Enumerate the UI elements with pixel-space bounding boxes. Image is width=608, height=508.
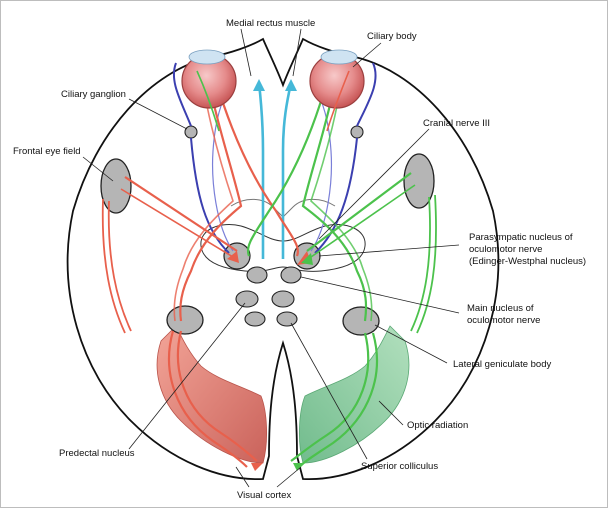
frontal-eye-field-left [101, 159, 131, 213]
lateral-geniculate-right [343, 307, 379, 335]
label-optic-radiation: Optic radiation [407, 420, 468, 431]
label-main-nucleus-1: Main nucleus of [467, 303, 534, 314]
superior-colliculus-left [245, 312, 265, 326]
label-predectal: Predectal nucleus [59, 448, 135, 459]
ciliary-ganglion-left [185, 126, 197, 138]
label-cranial-nerve: Cranial nerve III [423, 118, 490, 129]
label-main-nucleus-2: oculomotor nerve [467, 315, 540, 326]
label-ciliary-ganglion: Ciliary ganglion [61, 89, 126, 100]
label-frontal-eye-field: Frontal eye field [13, 146, 81, 157]
label-superior-colliculus: Superior colliculus [361, 461, 438, 472]
label-parasympathetic-1: Parasympatic nucleus of [469, 232, 573, 243]
lateral-geniculate-left [167, 306, 203, 334]
label-parasympathetic-2: oculomotor nerve [469, 244, 542, 255]
ciliary-ganglion-right [351, 126, 363, 138]
main-nucleus-left [247, 267, 267, 283]
label-parasympathetic-3: (Edinger-Westphal nucleus) [469, 256, 586, 267]
label-visual-cortex: Visual cortex [237, 490, 291, 501]
label-medial-rectus: Medial rectus muscle [226, 18, 315, 29]
main-nucleus-right [281, 267, 301, 283]
label-ciliary-body: Ciliary body [367, 31, 417, 42]
label-lateral-geniculate: Lateral geniculate body [453, 359, 551, 370]
pretectal-nucleus-right [272, 291, 294, 307]
superior-colliculus-right [277, 312, 297, 326]
pretectal-nucleus-left [236, 291, 258, 307]
